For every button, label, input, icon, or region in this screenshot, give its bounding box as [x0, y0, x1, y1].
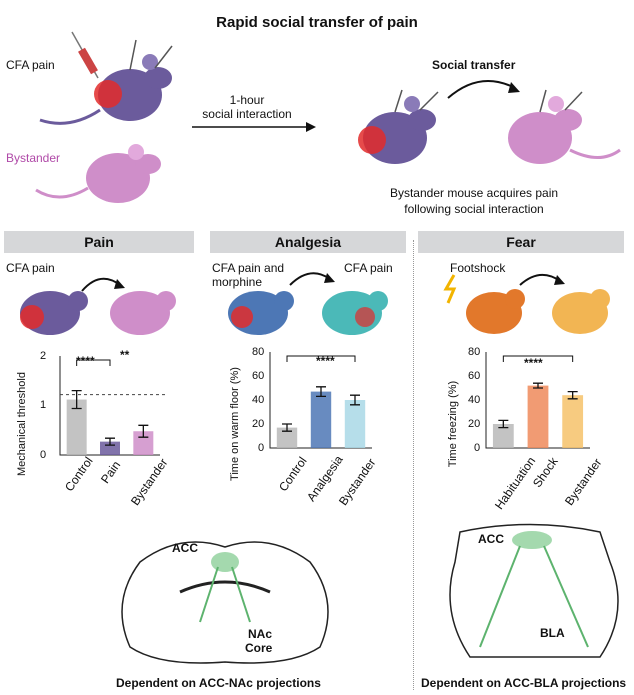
- pain-sig-2: **: [120, 348, 130, 362]
- fear-tick-60: 60: [468, 370, 481, 382]
- axis-line: [485, 352, 590, 449]
- error-bar: [498, 419, 509, 429]
- pain-tick-0: 0: [40, 449, 47, 461]
- error-bar: [138, 424, 149, 438]
- an-tick-40: 40: [252, 394, 265, 406]
- analgesia-left-label-2: morphine: [212, 275, 263, 289]
- fear-tick-20: 20: [468, 418, 481, 430]
- error-bar: [567, 390, 578, 400]
- bar-habituation: [492, 424, 514, 448]
- significance-bracket: [502, 355, 574, 362]
- analgesia-sig: ****: [316, 354, 335, 368]
- pain-chart: [59, 356, 166, 456]
- right-caption: Dependent on ACC-BLA projections: [421, 676, 627, 690]
- bar-control: [276, 427, 298, 448]
- analgesia-ylabel: Time on warm floor (%): [229, 367, 241, 481]
- charts-area: [59, 352, 590, 456]
- analgesia-panel-header: Analgesia: [210, 231, 406, 253]
- pain-tick-2: 2: [40, 350, 47, 362]
- brain-illustrations: [121, 523, 619, 664]
- left-nac-label-1: NAc: [248, 627, 273, 641]
- axis-line: [269, 352, 372, 449]
- panel-divider: [413, 240, 414, 690]
- analgesia-chart: [269, 352, 372, 449]
- pain-cfa-label: CFA pain: [6, 261, 55, 275]
- analgesia-left-label-1: CFA pain and: [212, 261, 285, 275]
- fear-ylabel: Time freezing (%): [447, 380, 459, 468]
- error-bar: [316, 386, 326, 398]
- pain-mouse-right-icon: [358, 89, 439, 164]
- an-tick-60: 60: [252, 370, 265, 382]
- fear-sig: ****: [524, 356, 543, 370]
- axis-line: [59, 356, 160, 456]
- cfa-mouse-icon: [39, 39, 173, 125]
- an-tick-0: 0: [258, 442, 265, 454]
- pain-ylabel: Mechanical threshold: [16, 372, 28, 476]
- syringe-icon: [71, 31, 99, 79]
- bar-shock: [527, 385, 549, 448]
- analgesia-right-label: CFA pain: [344, 261, 393, 275]
- bystander-small-mouse-icon: [110, 291, 170, 335]
- right-acc-label: ACC: [478, 532, 504, 546]
- fear-panel-header: Fear: [418, 231, 624, 253]
- pain-panel-header: Pain: [4, 231, 194, 253]
- error-bar: [533, 382, 543, 389]
- error-bar: [350, 394, 360, 406]
- error-bar: [105, 437, 115, 446]
- top-illustration: [35, 31, 621, 203]
- left-brain-icon: [121, 541, 329, 664]
- fear-footshock-label: Footshock: [450, 261, 506, 275]
- interaction-label-1: 1-hour: [229, 93, 265, 107]
- pain-tick-1: 1: [40, 399, 47, 411]
- error-bar: [282, 423, 292, 432]
- acquires-line-2: following social interaction: [404, 202, 544, 216]
- an-tick-80: 80: [252, 346, 265, 358]
- interaction-label-2: social interaction: [202, 107, 292, 121]
- bar-control: [66, 399, 87, 455]
- left-nac-label-2: Core: [245, 641, 273, 655]
- bar-bystander: [562, 395, 584, 448]
- bar-analgesia: [310, 391, 332, 448]
- left-caption: Dependent on ACC-NAc projections: [116, 676, 321, 690]
- bar-bystander: [344, 400, 366, 448]
- acquires-line-1: Bystander mouse acquires pain: [389, 186, 559, 200]
- cfa-pain-label: CFA pain: [6, 58, 55, 72]
- fear-tick-40: 40: [468, 394, 481, 406]
- pain-sig-1: ****: [76, 354, 95, 368]
- bystander-pain-mouse-icon: [508, 89, 621, 164]
- left-acc-label: ACC: [172, 541, 198, 555]
- fear-tick-0: 0: [474, 442, 481, 454]
- fear-tick-80: 80: [468, 346, 481, 358]
- fear-chart: [485, 352, 590, 449]
- significance-bracket: [286, 355, 356, 362]
- significance-bracket: [76, 359, 111, 366]
- an-tick-20: 20: [252, 418, 265, 430]
- right-brain-icon: [449, 523, 619, 658]
- error-bar: [71, 390, 82, 410]
- social-transfer-label: Social transfer: [432, 58, 516, 72]
- lightning-icon: [443, 274, 457, 304]
- right-bla-label: BLA: [540, 626, 565, 640]
- figure-title: Rapid social transfer of pain: [216, 14, 418, 31]
- panel-mice: [20, 272, 610, 335]
- bystander-label: Bystander: [6, 151, 61, 165]
- bystander-mouse-icon: [35, 144, 161, 203]
